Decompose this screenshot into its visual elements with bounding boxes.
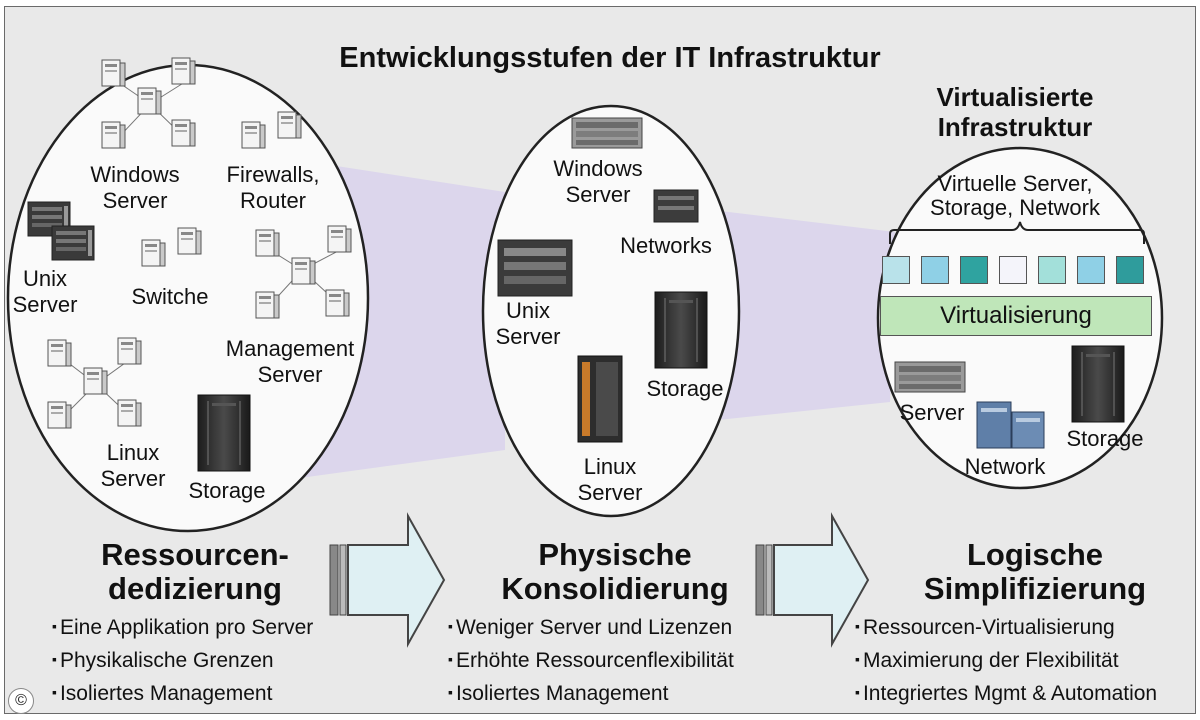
label-virtual-resources: Virtuelle Server, Storage, Network bbox=[930, 171, 1100, 220]
label-unix-server-stage2: Unix Server bbox=[495, 298, 561, 349]
unix-server-icon-stage2 bbox=[497, 239, 573, 297]
list-item: Maximierung der Flexibilität bbox=[855, 645, 1157, 678]
label-windows-server-stage2: Windows Server bbox=[553, 156, 643, 207]
label-unix-server-stage1: Unix Server bbox=[12, 266, 78, 317]
list-item: Physikalische Grenzen bbox=[52, 645, 313, 678]
windows-server-icon-stage2 bbox=[571, 117, 643, 149]
linux-server-icon-stage2 bbox=[577, 355, 623, 443]
vm-block bbox=[999, 256, 1027, 284]
label-windows-server-stage1: Windows Server bbox=[90, 162, 180, 213]
networks-icon bbox=[653, 189, 699, 223]
arrow-stage1-to-stage2 bbox=[329, 512, 446, 648]
storage-icon-stage2 bbox=[654, 291, 708, 369]
diagram-title: Entwicklungsstufen der IT Infrastruktur bbox=[339, 42, 881, 74]
stage1-heading: Ressourcen- dedizierung bbox=[101, 537, 289, 606]
label-management-server: Management Server bbox=[225, 336, 355, 387]
list-item: Integriertes Mgmt & Automation bbox=[855, 678, 1157, 711]
list-item: Isoliertes Management bbox=[52, 678, 313, 711]
vm-block bbox=[960, 256, 988, 284]
label-storage-stage1: Storage bbox=[188, 478, 266, 503]
vm-block bbox=[1038, 256, 1066, 284]
copyright-icon: © bbox=[8, 688, 34, 714]
label-linux-server-stage1: Linux Server bbox=[100, 440, 166, 491]
stage3-bullets: Ressourcen-Virtualisierung Maximierung d… bbox=[855, 612, 1157, 711]
stage1-bullets: Eine Applikation pro Server Physikalisch… bbox=[52, 612, 313, 711]
arrow-stage2-to-stage3 bbox=[755, 512, 870, 648]
label-network-stage3: Network bbox=[964, 454, 1046, 479]
virtualisierung-layer: Virtualisierung bbox=[880, 296, 1152, 336]
windows-server-cluster-icon bbox=[101, 57, 196, 149]
virtualized-infrastructure-caption: Virtualisierte Infrastruktur bbox=[936, 82, 1094, 142]
network-icon-stage3 bbox=[976, 401, 1045, 449]
funnel-connector-right bbox=[712, 210, 895, 420]
storage-icon-stage1 bbox=[197, 394, 251, 472]
label-storage-stage3: Storage bbox=[1066, 426, 1144, 451]
server-icon-stage3 bbox=[894, 361, 966, 393]
management-server-cluster-icon bbox=[255, 225, 352, 319]
vm-block bbox=[1077, 256, 1105, 284]
list-item: Isoliertes Management bbox=[448, 678, 734, 711]
label-linux-server-stage2: Linux Server bbox=[577, 454, 643, 505]
label-networks: Networks bbox=[620, 233, 712, 258]
virtual-resources-brace bbox=[889, 221, 1145, 244]
label-server-stage3: Server bbox=[899, 400, 965, 425]
label-switche: Switche bbox=[131, 284, 209, 309]
stage2-bullets: Weniger Server und Lizenzen Erhöhte Ress… bbox=[448, 612, 734, 711]
vm-block bbox=[921, 256, 949, 284]
list-item: Weniger Server und Lizenzen bbox=[448, 612, 734, 645]
storage-icon-stage3 bbox=[1071, 345, 1125, 423]
linux-server-cluster-icon bbox=[47, 337, 142, 429]
list-item: Erhöhte Ressourcenflexibilität bbox=[448, 645, 734, 678]
stage3-heading: Logische Simplifizierung bbox=[923, 537, 1147, 606]
vm-block bbox=[882, 256, 910, 284]
stage2-heading: Physische Konsolidierung bbox=[501, 537, 729, 606]
label-firewalls-router: Firewalls, Router bbox=[226, 162, 320, 213]
list-item: Ressourcen-Virtualisierung bbox=[855, 612, 1157, 645]
list-item: Eine Applikation pro Server bbox=[52, 612, 313, 645]
label-storage-stage2: Storage bbox=[646, 376, 724, 401]
vm-block bbox=[1116, 256, 1144, 284]
